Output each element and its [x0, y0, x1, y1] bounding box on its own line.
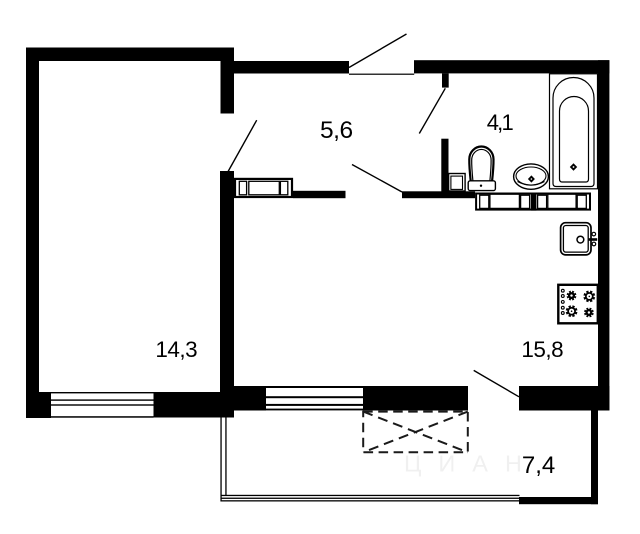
svg-text:5,6: 5,6	[320, 117, 353, 144]
svg-text:15,8: 15,8	[521, 337, 563, 362]
svg-text:ЦИАН: ЦИАН	[404, 451, 539, 477]
svg-text:7,4: 7,4	[522, 452, 555, 479]
svg-text:4,1: 4,1	[487, 110, 514, 135]
svg-text:14,3: 14,3	[155, 337, 197, 362]
